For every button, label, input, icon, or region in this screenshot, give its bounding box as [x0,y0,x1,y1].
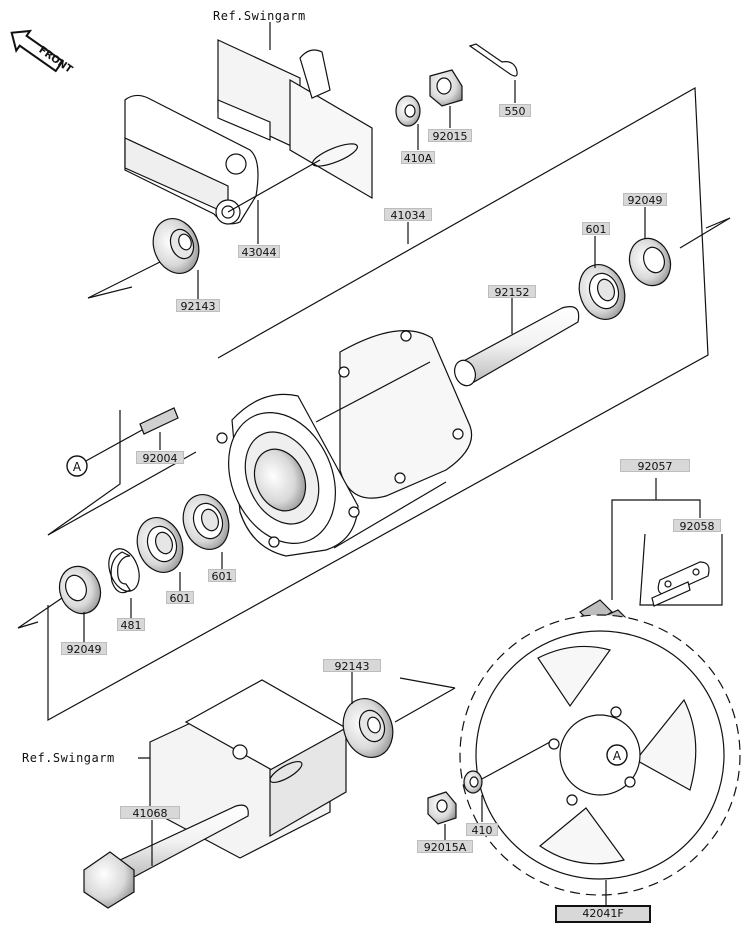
bearing-601-lower-left [136,517,184,573]
washer-410a [395,95,421,127]
part-label-41068[interactable]: 41068 [120,806,180,820]
axle-41068 [83,804,249,909]
collar-92143-lower [342,698,394,758]
chain-adjuster-lower [149,679,348,859]
rear-hub-41034 [216,329,473,557]
cotter-pin-550 [468,43,518,77]
part-label-92143-lower[interactable]: 92143 [323,659,381,673]
stud-92004 [139,407,179,435]
washer-410 [463,770,483,794]
part-label-601-upper[interactable]: 601 [582,222,610,236]
part-label-92057[interactable]: 92057 [620,459,690,473]
rear-sprocket-42041f [459,614,741,896]
part-label-92152[interactable]: 92152 [488,285,536,299]
part-label-92015a[interactable]: 92015A [417,840,473,854]
oil-seal-92049-upper [628,237,672,287]
nut-92015a [427,791,457,825]
part-label-92049-upper[interactable]: 92049 [623,193,667,207]
part-label-92015[interactable]: 92015 [428,129,472,143]
part-label-92004[interactable]: 92004 [136,451,184,465]
part-label-410[interactable]: 410 [466,823,498,837]
chain-joint-92058 [651,561,710,607]
part-label-92049-lower[interactable]: 92049 [61,642,107,656]
bearing-601-lower-right [182,494,230,550]
part-label-41034[interactable]: 41034 [384,208,432,222]
part-label-43044[interactable]: 43044 [238,245,280,259]
front-arrow-icon [10,29,65,73]
bearing-601-upper [578,264,626,320]
ref-swingarm-bottom: Ref.Swingarm [22,751,115,765]
part-label-550[interactable]: 550 [499,104,531,118]
part-label-481[interactable]: 481 [117,618,145,632]
part-label-42041f[interactable]: 42041F [555,905,651,923]
ref-swingarm-top: Ref.Swingarm [213,9,306,23]
spacer-92152 [454,306,580,387]
oil-seal-92049-lower [58,565,102,615]
part-label-601-b[interactable]: 601 [208,569,236,583]
part-label-92143-upper[interactable]: 92143 [176,299,220,313]
circlip-481 [108,548,140,594]
part-label-92058[interactable]: 92058 [673,519,721,533]
part-label-410a[interactable]: 410A [401,151,435,165]
part-label-601-c[interactable]: 601 [166,591,194,605]
collar-92143-upper [152,218,200,274]
chain-adjuster-upper [124,39,373,225]
castle-nut-92015 [429,69,463,107]
